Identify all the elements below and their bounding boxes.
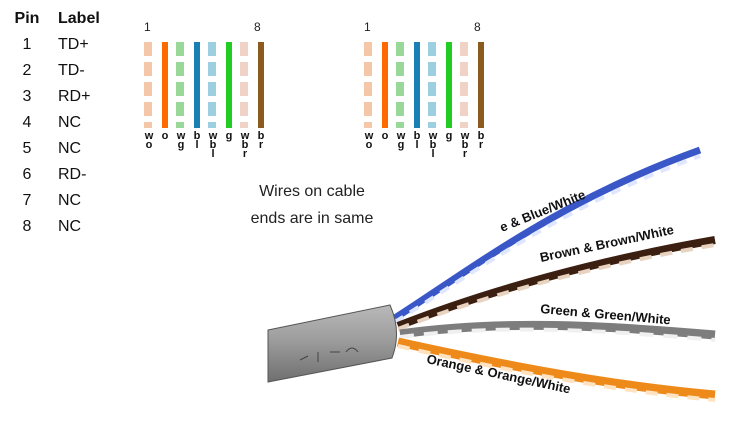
wire-code: b l bbox=[193, 130, 201, 151]
pin-end-label: 8 bbox=[254, 20, 261, 34]
brown-pair bbox=[396, 236, 716, 331]
wire-slot bbox=[176, 42, 184, 128]
pin-row: 2 TD- bbox=[6, 58, 118, 84]
wire-slot bbox=[478, 42, 484, 128]
pin-row: 6 RD- bbox=[6, 162, 118, 188]
pin-label: NC bbox=[58, 218, 82, 235]
pin-label: NC bbox=[58, 140, 82, 157]
caption: Wires on cable ends are in same bbox=[232, 178, 392, 232]
wire-code: w g bbox=[176, 130, 186, 151]
pin-row: 4 NC bbox=[6, 110, 118, 136]
wire-code: o bbox=[381, 130, 389, 142]
label-header: Label bbox=[58, 10, 100, 27]
wire-code: b r bbox=[477, 130, 485, 151]
pin-number: 5 bbox=[22, 140, 32, 157]
pin-row: 3 RD+ bbox=[6, 84, 118, 110]
pin-start-label: 1 bbox=[364, 20, 371, 34]
wire-code: g bbox=[445, 130, 453, 142]
wire-code: w b l bbox=[428, 130, 438, 160]
orange-pair bbox=[397, 337, 716, 402]
pin-row: 5 NC bbox=[6, 136, 118, 162]
blue-pair-label: e & Blue/White bbox=[498, 187, 588, 235]
pin-number: 7 bbox=[22, 192, 32, 209]
wire-slot bbox=[364, 42, 372, 128]
wire-code: g bbox=[225, 130, 233, 142]
wire-slot bbox=[460, 42, 468, 128]
wire-slot bbox=[162, 42, 168, 128]
caption-line-2: ends are in same bbox=[250, 210, 374, 227]
pin-table-header: Pin Label bbox=[6, 6, 118, 32]
pin-label: NC bbox=[58, 192, 82, 209]
pin-row: 1 TD+ bbox=[6, 32, 118, 58]
pin-number: 4 bbox=[22, 114, 32, 131]
wire-code: w b r bbox=[460, 130, 470, 160]
wire-slot bbox=[194, 42, 200, 128]
wire-code: w g bbox=[396, 130, 406, 151]
cable-jacket bbox=[267, 304, 397, 383]
wire-code: w b r bbox=[240, 130, 250, 160]
pin-header: Pin bbox=[14, 10, 40, 27]
pin-row: 7 NC bbox=[6, 188, 118, 214]
pin-label: TD- bbox=[58, 62, 85, 79]
wire-slot bbox=[382, 42, 388, 128]
wire-slot bbox=[226, 42, 232, 128]
pin-start-label: 1 bbox=[144, 20, 151, 34]
pin-label: TD+ bbox=[58, 36, 89, 53]
pin-label: NC bbox=[58, 114, 82, 131]
wire-code: w o bbox=[144, 130, 154, 151]
wire-slot bbox=[208, 42, 216, 128]
wire-slot bbox=[144, 42, 152, 128]
pin-number: 2 bbox=[22, 62, 32, 79]
wire-slot bbox=[414, 42, 420, 128]
wire-slot bbox=[258, 42, 264, 128]
wire-code: w o bbox=[364, 130, 374, 151]
wire-code: o bbox=[161, 130, 169, 142]
pin-number: 3 bbox=[22, 88, 32, 105]
pin-row: 8 NC bbox=[6, 214, 118, 240]
wire-code: b l bbox=[413, 130, 421, 151]
blue-pair bbox=[393, 146, 702, 324]
pin-number: 6 bbox=[22, 166, 32, 183]
pin-label: RD+ bbox=[58, 88, 91, 105]
green-pair bbox=[399, 320, 716, 342]
wire-slot bbox=[240, 42, 248, 128]
wire-code: w b l bbox=[208, 130, 218, 160]
pin-number: 1 bbox=[22, 36, 32, 53]
pin-end-label: 8 bbox=[474, 20, 481, 34]
pin-number: 8 bbox=[22, 218, 32, 235]
wire-slot bbox=[446, 42, 452, 128]
caption-line-1: Wires on cable bbox=[259, 183, 365, 200]
wire-code: b r bbox=[257, 130, 265, 151]
pin-label: RD- bbox=[58, 166, 87, 183]
wire-slot bbox=[396, 42, 404, 128]
wire-slot bbox=[428, 42, 436, 128]
